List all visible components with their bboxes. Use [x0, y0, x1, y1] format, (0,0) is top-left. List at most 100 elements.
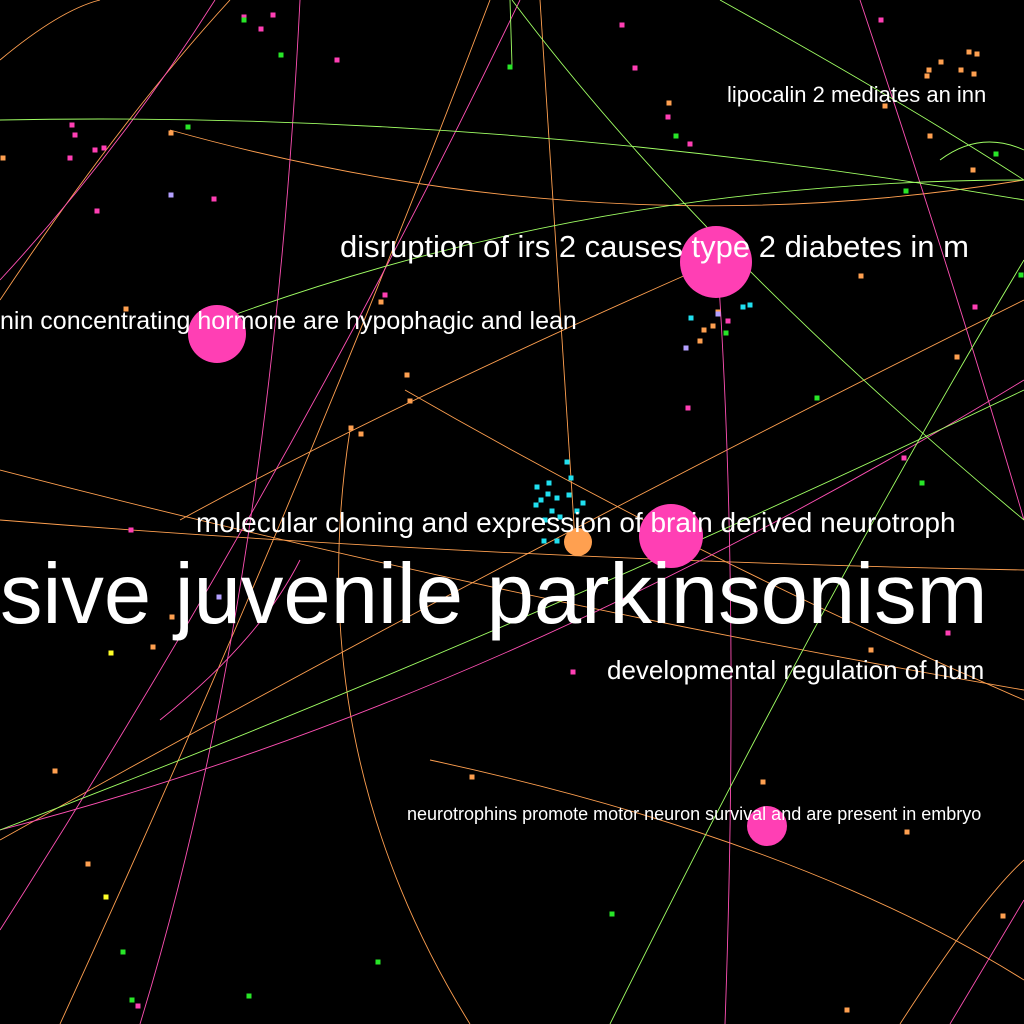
- edge: [0, 379, 1024, 831]
- small-node: [715, 311, 721, 317]
- small-node: [168, 192, 174, 198]
- small-node: [549, 508, 555, 514]
- small-node: [67, 155, 73, 161]
- small-node: [1000, 913, 1006, 919]
- small-node: [270, 12, 276, 18]
- small-node: [375, 959, 381, 965]
- small-node: [858, 273, 864, 279]
- small-node: [123, 306, 129, 312]
- edge: [0, 389, 1024, 831]
- edge: [338, 429, 471, 1024]
- small-node: [348, 425, 354, 431]
- small-node: [710, 323, 716, 329]
- small-node: [919, 480, 925, 486]
- small-node: [882, 103, 888, 109]
- edge: [509, 0, 513, 66]
- small-node: [69, 122, 75, 128]
- small-node: [378, 299, 384, 305]
- small-node: [185, 124, 191, 130]
- small-node: [129, 997, 135, 1003]
- small-node: [258, 26, 264, 32]
- small-node: [570, 669, 576, 675]
- small-node: [697, 338, 703, 344]
- label-developmental: developmental regulation of hum: [607, 655, 985, 685]
- edge: [0, 0, 231, 301]
- small-node: [760, 779, 766, 785]
- small-node: [507, 64, 513, 70]
- small-node: [878, 17, 884, 23]
- small-node: [688, 315, 694, 321]
- small-node: [993, 151, 999, 157]
- edge: [59, 0, 491, 1024]
- small-node: [534, 484, 540, 490]
- small-node: [216, 594, 222, 600]
- small-node: [904, 829, 910, 835]
- node-bdnf[interactable]: [639, 504, 703, 568]
- small-node: [128, 527, 134, 533]
- small-node: [545, 491, 551, 497]
- edge: [0, 519, 1024, 571]
- small-node: [108, 650, 114, 656]
- small-node: [673, 133, 679, 139]
- small-node: [541, 538, 547, 544]
- label-neurotrophins: neurotrophins promote motor neuron survi…: [407, 804, 982, 824]
- small-node: [1018, 272, 1024, 278]
- small-node: [52, 768, 58, 774]
- small-node: [382, 292, 388, 298]
- small-node: [92, 147, 98, 153]
- node-orange-hub[interactable]: [564, 528, 592, 556]
- label-irs2: disruption of irs 2 causes type 2 diabet…: [340, 229, 969, 264]
- small-node: [211, 196, 217, 202]
- label-parkinsonism: sive juvenile parkinsonism: [0, 547, 988, 642]
- small-node: [740, 304, 746, 310]
- small-node: [619, 22, 625, 28]
- small-node: [554, 495, 560, 501]
- small-node: [566, 492, 572, 498]
- small-node: [924, 73, 930, 79]
- edge: [0, 469, 1024, 691]
- small-node: [404, 372, 410, 378]
- small-node: [568, 475, 574, 481]
- node-irs2[interactable]: [680, 226, 752, 298]
- small-node: [701, 327, 707, 333]
- small-node: [954, 354, 960, 360]
- small-node: [554, 538, 560, 544]
- small-node: [958, 67, 964, 73]
- edge: [717, 269, 732, 1024]
- small-node: [246, 993, 252, 999]
- edge: [0, 118, 1024, 201]
- small-node: [168, 130, 174, 136]
- small-node: [358, 431, 364, 437]
- small-node: [901, 455, 907, 461]
- small-node: [580, 500, 586, 506]
- small-node: [278, 52, 284, 58]
- node-neurotrophins[interactable]: [747, 806, 787, 846]
- edge: [0, 299, 1024, 841]
- small-node: [665, 114, 671, 120]
- edge: [429, 759, 1024, 981]
- small-node: [725, 318, 731, 324]
- small-node: [972, 304, 978, 310]
- edge: [899, 859, 1024, 1024]
- edge: [219, 179, 1024, 321]
- small-node: [241, 14, 247, 20]
- node-mch[interactable]: [188, 305, 246, 363]
- small-node: [542, 517, 548, 523]
- edge: [0, 0, 101, 61]
- small-node: [150, 644, 156, 650]
- small-node: [685, 405, 691, 411]
- label-mch: nin concentrating hormone are hypophagic…: [0, 307, 577, 335]
- small-node: [103, 894, 109, 900]
- small-node: [747, 302, 753, 308]
- large-nodes: [188, 226, 787, 846]
- small-node: [723, 330, 729, 336]
- small-node: [966, 49, 972, 55]
- small-node: [926, 67, 932, 73]
- small-node: [533, 502, 539, 508]
- label-bdnf: molecular cloning and expression of brai…: [196, 507, 956, 538]
- small-node: [469, 774, 475, 780]
- small-node: [844, 1007, 850, 1013]
- small-node: [945, 630, 951, 636]
- small-node: [135, 1003, 141, 1009]
